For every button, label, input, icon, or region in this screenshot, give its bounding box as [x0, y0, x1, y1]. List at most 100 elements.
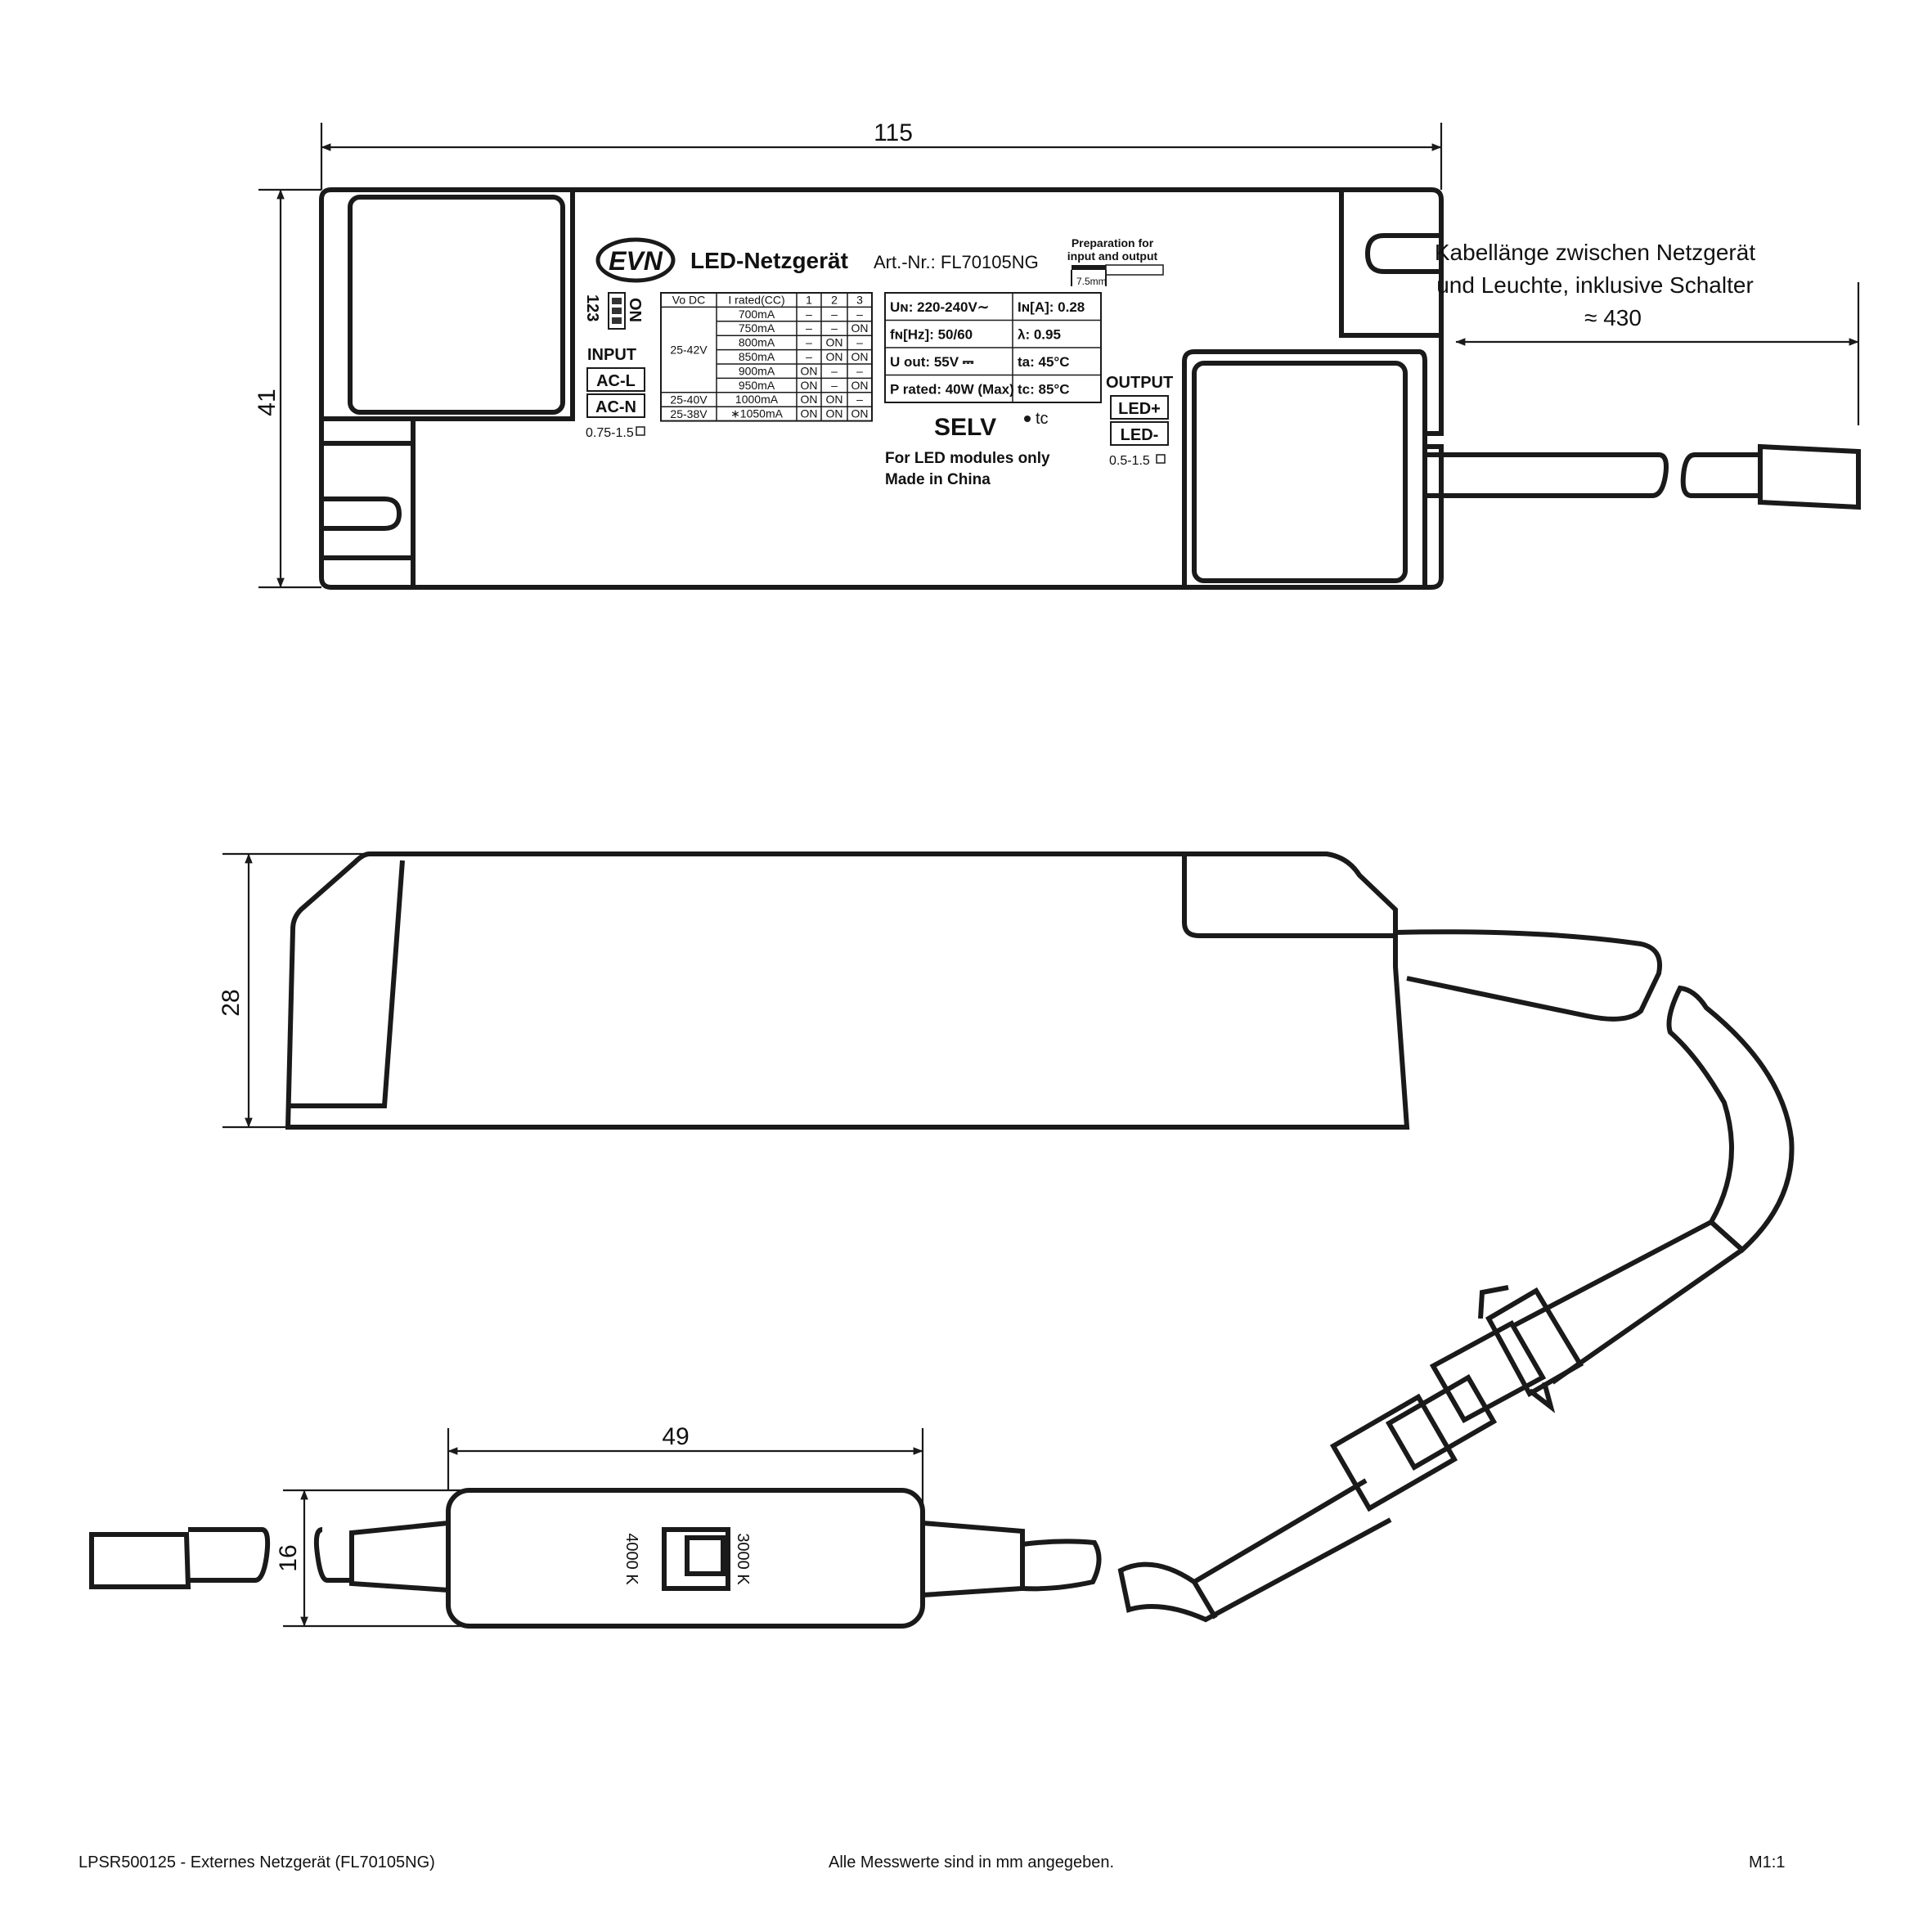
cable-band [1192, 1580, 1218, 1620]
table-cell: – [856, 364, 863, 377]
spec-cell: Uɴ: 220-240V∼ [890, 299, 989, 315]
table-cell: 750mA [739, 321, 775, 335]
output-terminal-cover [1192, 361, 1408, 583]
side-cable [1395, 929, 1662, 1022]
dip-switch [608, 292, 626, 330]
dip-on-label: ON [626, 298, 644, 322]
table-header-cell: 2 [831, 293, 838, 306]
connector-latch [1385, 1374, 1498, 1471]
side-cable-lower [1510, 1220, 1745, 1385]
strip-length: 7.5mm [1076, 276, 1107, 287]
input-title: INPUT [587, 346, 636, 364]
table-cell: – [806, 350, 812, 363]
switch-view: 4000 K 3000 K 49 16 [89, 1423, 1102, 1629]
table-cell: ∗1050mA [730, 407, 784, 420]
input-n-box [586, 393, 645, 418]
table-cell: ON [851, 407, 869, 420]
switch-cable-left [188, 1527, 352, 1583]
spec-cell: ta: 45°C [1018, 354, 1069, 370]
table-cell: – [831, 321, 838, 335]
output-minus-label: LED- [1121, 426, 1159, 444]
left-plug [89, 1532, 191, 1589]
footer-document-id: LPSR500125 - Externes Netzgerät (FL70105… [79, 1853, 435, 1871]
wire-square-icon [636, 426, 645, 436]
output-terminal-frame [1182, 349, 1427, 587]
spec-cell: fɴ[Hz]: 50/60 [890, 327, 973, 343]
table-cell: – [806, 321, 812, 335]
prep-line1: Preparation for [1072, 236, 1154, 249]
table-cell: ON [826, 407, 843, 420]
table-cell: ON [826, 336, 843, 349]
article-number: Art.-Nr.: FL70105NG [874, 252, 1039, 272]
output-connector [1758, 443, 1861, 510]
slide-switch-knob[interactable] [685, 1535, 726, 1576]
input-n-label: AC-N [595, 398, 636, 416]
product-name: LED-Netzgerät [690, 248, 848, 273]
spec-cell: P rated: 40W (Max) [890, 382, 1014, 398]
made-in-text: Made in China [885, 471, 991, 488]
input-wire-size: 0.75-1.5 [586, 426, 634, 440]
wire-square-icon [1156, 454, 1166, 464]
dim-switch-length-label: 49 [662, 1423, 689, 1450]
tc-point-icon [1024, 416, 1031, 422]
table-voltage-group: 25-38V [670, 407, 708, 420]
output-plus-box [1110, 395, 1169, 420]
table-cell: 850mA [739, 350, 775, 363]
connector-clip [1478, 1285, 1556, 1413]
strip-marker [1072, 265, 1106, 270]
table-header-cell: I rated(CC) [728, 293, 784, 306]
table-header-cell: Vo DC [672, 293, 705, 306]
spec-cell: tc: 85°C [1018, 382, 1069, 398]
table-header-cell: 1 [806, 293, 812, 306]
tc-mark: tc [1036, 410, 1049, 428]
footer-units-note: Alle Messwerte sind in mm angegeben. [829, 1853, 1115, 1871]
input-terminal-cover [348, 195, 565, 415]
output-minus-box [1110, 421, 1169, 446]
table-cell: – [856, 308, 863, 321]
dim-length-label: 115 [874, 119, 913, 146]
housing-side-outline [285, 851, 1410, 1130]
input-l-box [586, 367, 645, 392]
dim-switch-height-label: 16 [275, 1544, 302, 1571]
input-l-label: AC-L [596, 372, 636, 390]
cable-length-label: ≈ 430 [1584, 305, 1642, 330]
table-cell: ON [851, 379, 869, 392]
brand-logo-text: EVN [609, 246, 663, 276]
table-cell: – [856, 393, 863, 406]
output-cable [1425, 452, 1760, 498]
side-cable-to-switch [1117, 1478, 1392, 1623]
table-frame [660, 292, 873, 422]
switch-strain-relief-right [920, 1520, 1025, 1598]
housing-top-outline [319, 187, 1444, 590]
table-header-cell: 3 [856, 293, 863, 306]
product-label: EVN LED-Netzgerät Art.-Nr.: FL70105NG Pr… [583, 236, 1173, 488]
switch-cable-right [1022, 1539, 1102, 1592]
table-cell: 700mA [739, 308, 775, 321]
table-voltage-group: 25-42V [670, 344, 708, 357]
table-cell: ON [801, 364, 818, 377]
table-cell: ON [801, 379, 818, 392]
table-cell: – [806, 336, 812, 349]
output-plus-label: LED+ [1118, 400, 1161, 418]
table-cell: ON [826, 393, 843, 406]
table-cell: ON [801, 393, 818, 406]
table-voltage-group: 25-40V [670, 393, 708, 407]
switch-strain-relief-left [349, 1520, 451, 1593]
side-cable-curve [1666, 985, 1795, 1254]
for-led-text: For LED modules only [885, 450, 1050, 467]
table-cell: – [831, 364, 838, 377]
side-end-cap-right [1182, 854, 1394, 938]
selv-mark: SELV [934, 414, 996, 441]
prep-line2: input and output [1067, 249, 1158, 263]
spec-cell: Iɴ[A]: 0.28 [1018, 299, 1085, 315]
table-cell: 1000mA [735, 393, 779, 406]
cable-note-line1: Kabellänge zwischen Netzgerät [1435, 240, 1755, 265]
dim-width-label: 41 [254, 389, 281, 416]
right-mount-slot [1339, 190, 1441, 338]
spec-cell: U out: 55V ⎓ [890, 354, 974, 370]
table-cell: – [831, 379, 838, 392]
table-cell: 800mA [739, 336, 775, 349]
